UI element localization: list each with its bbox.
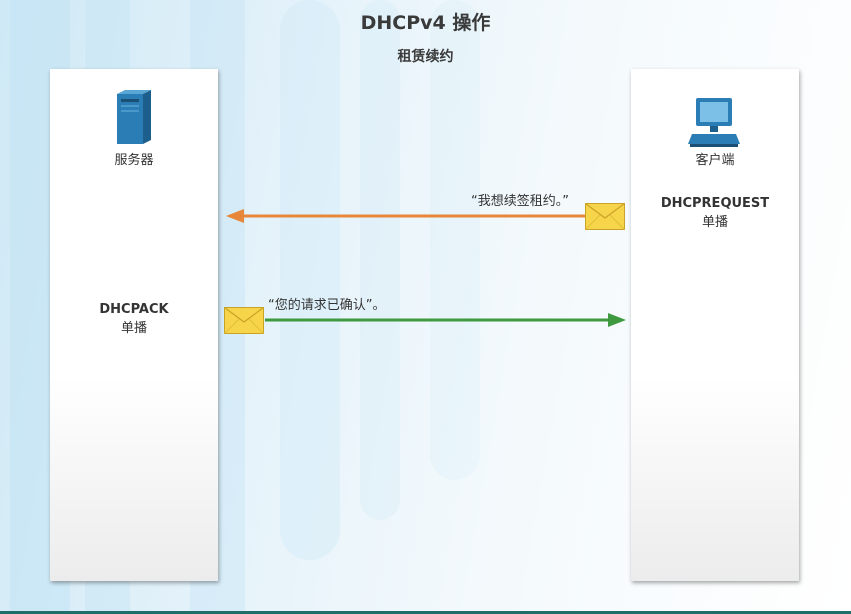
server-panel: 服务器 DHCPACK 单播 — [50, 69, 218, 581]
envelope-icon — [224, 307, 264, 334]
server-message-type: 单播 — [120, 321, 147, 336]
server-icon — [117, 90, 151, 144]
client-panel: 客户端 DHCPREQUEST 单播 — [631, 69, 799, 581]
client-message: DHCPREQUEST 单播 — [631, 194, 799, 232]
server-message: DHCPACK 单播 — [50, 300, 218, 338]
ack-message-text: “您的请求已确认”。 — [268, 298, 386, 313]
server-label: 服务器 — [114, 153, 154, 168]
client-message-name: DHCPREQUEST — [660, 196, 770, 211]
computer-icon — [688, 98, 740, 147]
client-message-type: 单播 — [701, 215, 728, 230]
envelope-icon — [585, 203, 625, 230]
bottom-border — [0, 611, 851, 614]
client-label: 客户端 — [695, 153, 735, 168]
page-subtitle: 租赁续约 — [397, 49, 454, 65]
server-message-name: DHCPACK — [99, 302, 169, 317]
request-message-text: “我想续签租约。” — [471, 194, 569, 209]
page-title: DHCPv4 操作 — [360, 12, 491, 34]
